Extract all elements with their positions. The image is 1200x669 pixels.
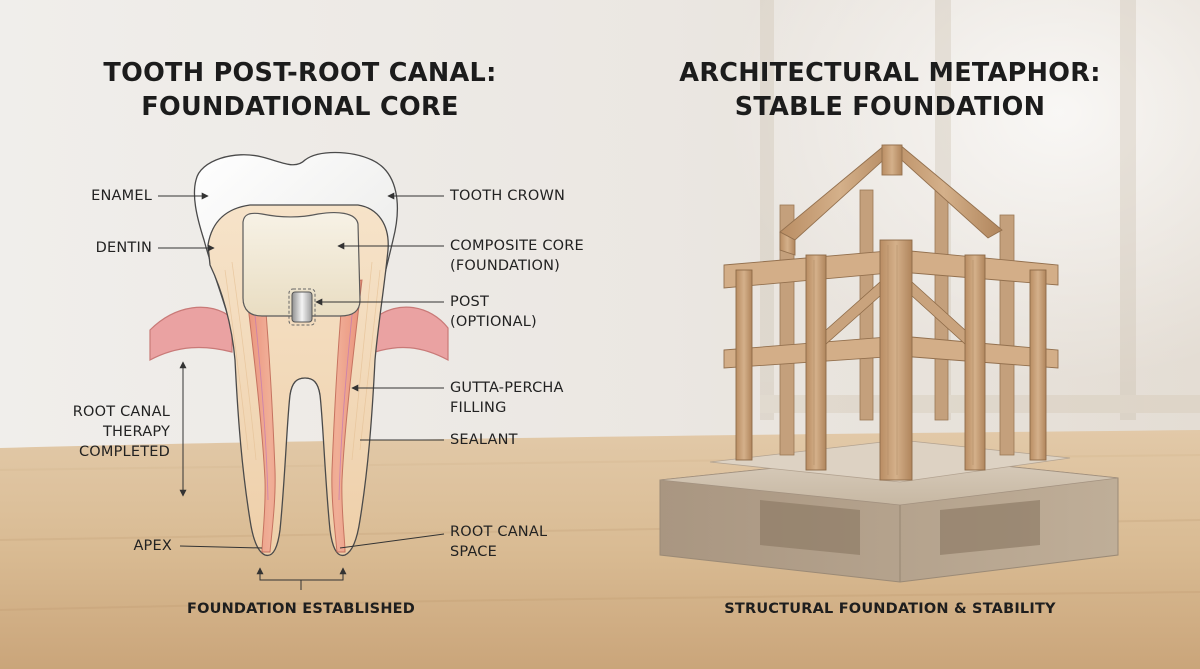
right-title-line1: ARCHITECTURAL METAPHOR: — [679, 58, 1101, 88]
label-gutta-percha: GUTTA-PERCHA FILLING — [450, 380, 564, 416]
right-title: ARCHITECTURAL METAPHOR: STABLE FOUNDATIO… — [610, 56, 1170, 124]
label-dentin: DENTIN — [95, 240, 152, 256]
label-tooth-crown: TOOTH CROWN — [450, 188, 566, 204]
label-root-canal-therapy: ROOT CANAL THERAPY COMPLETED — [72, 404, 170, 460]
right-title-line2: STABLE FOUNDATION — [734, 92, 1046, 122]
gutta-percha-left — [244, 279, 296, 553]
gutta-percha-right — [311, 279, 363, 553]
left-title: TOOTH POST-ROOT CANAL: FOUNDATIONAL CORE — [40, 56, 560, 124]
label-root-canal-space: ROOT CANAL SPACE — [450, 524, 548, 560]
left-caption: FOUNDATION ESTABLISHED — [186, 601, 415, 617]
composite-core — [242, 212, 361, 317]
wooden-frame-model — [659, 144, 1119, 583]
label-enamel: ENAMEL — [91, 188, 152, 204]
post — [291, 291, 313, 323]
label-sealant: SEALANT — [450, 432, 518, 448]
label-post: POST (OPTIONAL) — [450, 294, 537, 330]
label-composite-core: COMPOSITE CORE (FOUNDATION) — [450, 238, 584, 274]
left-title-line2: FOUNDATIONAL CORE — [141, 92, 459, 122]
right-caption: STRUCTURAL FOUNDATION & STABILITY — [724, 601, 1056, 617]
root-canal-space-leader — [339, 533, 445, 549]
left-title-line1: TOOTH POST-ROOT CANAL: — [103, 58, 497, 88]
tooth-diagram — [149, 151, 449, 590]
gum-left — [149, 306, 233, 362]
gum-right — [374, 306, 449, 362]
window-light — [640, 0, 1200, 450]
label-apex: APEX — [133, 538, 172, 554]
apex-leader — [179, 545, 263, 549]
